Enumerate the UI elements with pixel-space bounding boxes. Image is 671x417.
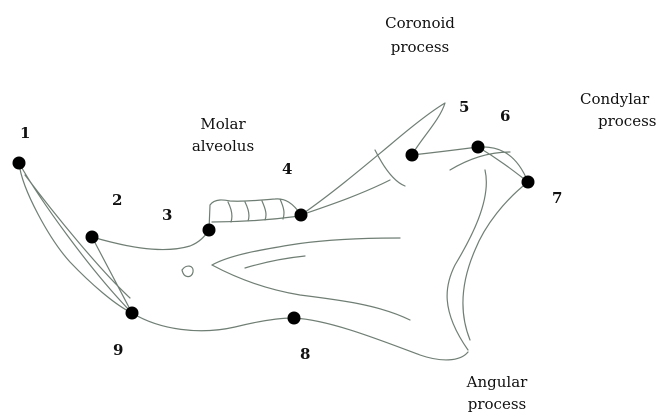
- diastema-outline: [92, 230, 209, 250]
- landmark-point-5: [406, 149, 419, 162]
- landmark-point-1: [13, 157, 26, 170]
- label-molar-line1: Molar: [168, 115, 278, 133]
- label-molar-alveolus: Molar alveolus: [168, 115, 278, 155]
- landmark-point-6: [472, 141, 485, 154]
- landmark-number-4: 4: [282, 160, 292, 178]
- landmark-number-2: 2: [112, 191, 122, 209]
- label-condylar-line1: Condylar: [580, 90, 671, 108]
- label-molar-line2: alveolus: [168, 137, 278, 155]
- label-condylar-line2: process: [598, 112, 671, 130]
- landmark-number-8: 8: [300, 345, 310, 363]
- label-angular-line2: process: [442, 395, 552, 413]
- landmark-number-5: 5: [459, 98, 469, 116]
- label-angular-process: Angular process: [442, 373, 552, 413]
- landmark-point-8: [288, 312, 301, 325]
- landmark-number-9: 9: [113, 341, 123, 359]
- landmark-point-4: [295, 209, 308, 222]
- landmark-number-7: 7: [552, 189, 562, 207]
- landmark-point-9: [126, 307, 139, 320]
- landmark-number-6: 6: [500, 107, 510, 125]
- label-angular-line1: Angular: [442, 373, 552, 391]
- landmark-number-1: 1: [20, 124, 30, 142]
- landmark-point-2: [86, 231, 99, 244]
- landmark-number-3: 3: [162, 206, 172, 224]
- label-condylar-process: Condylar process: [580, 90, 671, 130]
- label-coronoid-process: Coronoid process: [360, 14, 480, 56]
- label-coronoid-line2: process: [360, 38, 480, 56]
- landmark-points: [13, 141, 535, 325]
- posterior-border: [463, 182, 528, 340]
- foramen: [182, 266, 193, 277]
- landmark-point-3: [203, 224, 216, 237]
- label-coronoid-line1: Coronoid: [360, 14, 480, 32]
- condyle-outline: [412, 147, 528, 182]
- landmark-point-7: [522, 176, 535, 189]
- coronoid-outline: [301, 103, 445, 215]
- molar-alveolus-outline: [209, 199, 301, 230]
